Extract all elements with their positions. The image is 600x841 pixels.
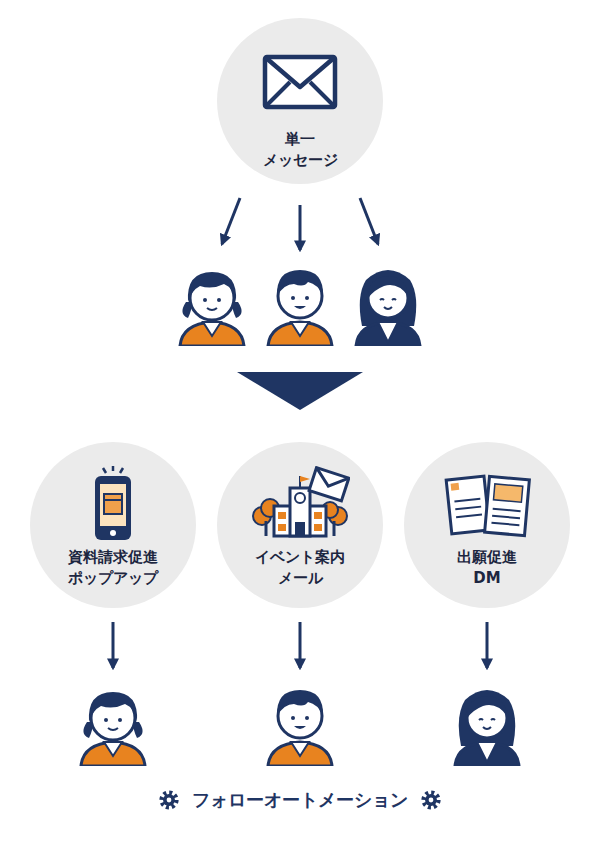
arrow: [360, 198, 378, 244]
automation-title: フォローオートメーション: [192, 788, 408, 812]
arrow: [112, 622, 115, 668]
student-figure: [81, 692, 145, 766]
node-label: 資料請求促進 ポップアップ: [68, 547, 158, 589]
arrow: [299, 622, 302, 668]
circle-node: 単一 メッセージ: [217, 18, 383, 184]
student-figure: [455, 690, 519, 766]
student-figure: [356, 270, 420, 346]
node-label: イベント案内 メール: [255, 547, 345, 589]
node-label: 出願促進 DM: [457, 547, 517, 589]
circle-node: 資料請求促進 ポップアップ: [30, 442, 196, 608]
student-figure: [268, 270, 332, 346]
student-figure: [180, 272, 244, 346]
node-icon: [437, 466, 537, 546]
gear-icon: [158, 789, 180, 811]
node-icon: [63, 466, 163, 546]
arrow: [299, 205, 302, 250]
gear-icon: [420, 789, 442, 811]
node-label: 単一 メッセージ: [263, 129, 338, 171]
node-icon: [250, 42, 350, 122]
top-arrows: [222, 198, 378, 250]
circle-node: 出願促進 DM: [404, 442, 570, 608]
student-figure: [268, 690, 332, 766]
circle-node: イベント案内 メール: [217, 442, 383, 608]
transition-triangle: [237, 372, 363, 410]
bottom-arrows: [113, 622, 487, 668]
arrow: [222, 198, 240, 244]
node-icon: [250, 466, 350, 546]
arrow: [486, 622, 489, 668]
